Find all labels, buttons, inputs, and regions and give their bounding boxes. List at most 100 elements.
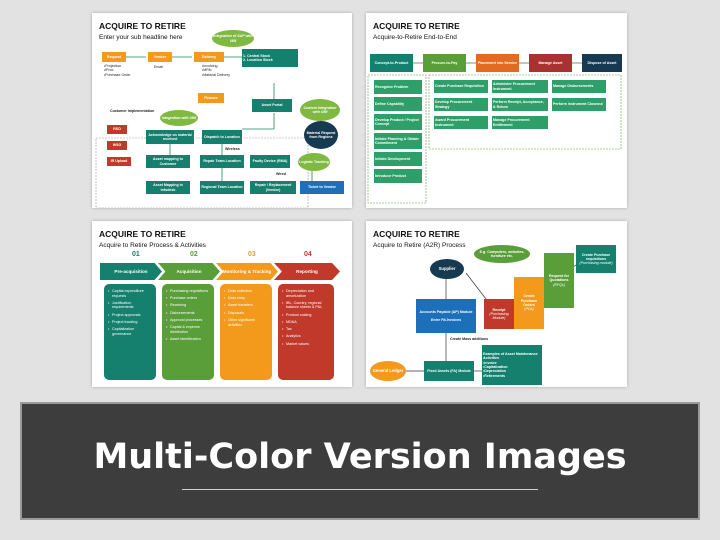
integration-uim-bubble: Integration with UIM [160,110,198,126]
rfq-sub: (RFQs) [553,282,565,287]
phase4-item: IBL, Country, regional balance sheets & … [282,301,331,310]
slide-thumbnail-3[interactable]: ACQUIRE TO RETIRE Acquire to Retire Proc… [92,221,352,387]
receipt-box: Receipt (Purchasing Module) [484,299,514,329]
asset-portal-box: Asset Portal [252,99,292,112]
slide-title: ACQUIRE TO RETIRE [99,229,186,239]
ticket-vendor-box: Ticket to Vendor [300,181,344,194]
request-box: Request [102,52,126,62]
slide-thumbnail-2[interactable]: ACQUIRE TO RETIRE Acquire-to-Retire End-… [366,13,627,208]
phase2-item: Asset identification [166,337,211,342]
phase-card-4: Depreciation and amortization IBL, Count… [278,284,334,380]
phase-num-4: 04 [304,251,312,258]
stage-connectors [367,62,622,204]
phase2-item: Purchase orders [166,296,211,301]
asset-mapping-infodesk-box: Asset Mapping in Infodesk [146,181,190,194]
phase4-item: MD&A [282,320,331,325]
version-banner: Multi-Color Version Images [20,402,700,520]
slide-thumbnail-1[interactable]: ACQUIRE TO RETIRE Enter your sub headlin… [92,13,352,208]
c1-introduce: Introduce Product [374,169,422,183]
repair-team-box: Repair Team Location [200,155,244,168]
banner-title: Multi-Color Version Images [93,437,627,477]
phase1-item: Project approvals [108,313,153,318]
c4-disbursements: Manage Disbursements [552,80,606,93]
faulty-device-box: Faulty Device (RMA) [250,155,290,168]
examples-list: •Invoice •Capitalization •Depreciation •… [483,360,508,378]
asset-mapping-customer-box: Asset mapping to Customer [146,155,190,168]
phase1-item: Justification requirements [108,301,153,310]
phase-card-3: Data collection Data entry Asset transfe… [220,284,272,380]
c1-initiate-planning: Initiate Planning & Obtain Commitment [374,133,422,149]
phase-num-3: 03 [248,251,256,258]
rsd-tag: RSD [107,125,127,134]
phase1-item: Capital expenditure requests [108,289,153,298]
phase3-item: Data collection [224,289,269,294]
c4-closeout: Perform Instrument Closeout [552,98,606,111]
phase-card-2: Purchasing requisitions Purchase orders … [162,284,214,380]
slide-subtitle: Acquire to Retire Process & Activities [99,242,206,249]
receipt-label: Receipt [492,307,506,312]
phase3-item: Asset transfers [224,303,269,308]
request-list: •Projection •iProc •Purchase Order [104,64,131,77]
phase2-item: Disbursements [166,311,211,316]
rfq-box: Request for Quotations (RFQs) [544,253,574,308]
stage-placement: Placement into Service [476,54,519,72]
repair-replacement-box: Repair / Replacement (Vendor) [250,181,296,194]
phase1-item: Capitalization governance [108,327,153,336]
ap-label: Accounts Payable (AP) Module [419,310,473,315]
rfq-label: Request for Quotations [549,274,569,283]
c1-define: Define Capability [374,97,422,111]
wireless-label: Wireless [225,147,240,151]
create-pr-label: Create Purchase requisitions [581,252,611,261]
phase-chevron-4: Reporting [274,263,340,280]
vendor-box: Vendor [148,52,172,62]
stage-manage: Manage Asset [529,54,572,72]
material-request-circle: Material Request from Regions [304,121,338,149]
create-po-sub: (POs) [524,307,534,312]
phase-chevron-2: Acquisition [158,263,220,280]
examples-title: Examples of Asset Maintenance Activities [483,352,538,361]
stage-concept: Concept-to-Product [370,54,413,72]
stock-box: 1. Central Stock 2. Location Stock [242,49,298,67]
c2-strategy: Develop Procurement Strategy [434,98,488,111]
slide-title: ACQUIRE TO RETIRE [373,21,460,31]
fa-module-box: Fixed Assets (FA) Module [424,361,474,381]
supplier-circle: Supplier [430,259,464,279]
create-mass-label: Create Mass additions [450,337,489,341]
slide-subtitle: Acquire-to-Retire End-to-End [373,34,457,41]
logistic-bubble: Logistic Tracking [298,153,330,171]
phase-card-1: Capital expenditure requests Justificati… [104,284,156,380]
phase4-item: Depreciation and amortization [282,289,331,298]
general-ledger-circle: General Ledger [370,361,406,381]
regional-team-box: Regional Team Location [200,181,244,194]
eg-bubble: E.g. Computers, websites, furniture etc. [474,245,530,263]
c2-award: Award Procurement Instrument [434,116,488,129]
phase2-item: Capital & expense distribution [166,325,211,334]
phase3-item: Other significant activities [224,318,269,327]
phase2-item: Approval processes [166,318,211,323]
phase4-item: Product costing [282,313,331,318]
phase-chevron-3: Monitoring & Tracking [216,263,278,280]
phase4-item: Market values [282,342,331,347]
custom-integration-bubble: Custom Integration with UIM [300,99,340,121]
integration-sap-bubble: Integration of SAP with UIM [212,30,254,47]
dispatch-box: Dispatch to Location [202,130,242,144]
c3-receipt: Perform Receipt, Acceptance, & Return [492,98,548,111]
vendor-text: Email [154,65,163,69]
slide-thumbnail-4[interactable]: ACQUIRE TO RETIRE Acquire to Retire (A2R… [366,221,627,387]
acknowledge-box: Acknowledge on material received [146,130,194,144]
receipt-sub: (Purchasing Module) [489,311,509,321]
c1-initiate-dev: Initiate Development [374,152,422,166]
phase3-item: Disposals [224,311,269,316]
c3-administer: Administer Procurement Instrument [492,80,548,93]
examples-box: Examples of Asset Maintenance Activities… [482,345,542,385]
phase-num-1: 01 [132,251,140,258]
create-pr-sub: (Purchasing module) [579,261,613,266]
c1-recognize: Recognize Problem [374,80,422,94]
slide-title: ACQUIRE TO RETIRE [99,21,186,31]
create-po-label: Create Purchase Orders [520,294,538,307]
ir-upload-tag: IR Upload [107,157,131,166]
ap-sub: Enter PA Invoices [430,317,462,322]
slide-subtitle: Acquire to Retire (A2R) Process [373,242,466,249]
customer-impl-label: Customer Implementation [110,109,155,113]
phase-chevron-1: Pre-acquisition [100,263,162,280]
